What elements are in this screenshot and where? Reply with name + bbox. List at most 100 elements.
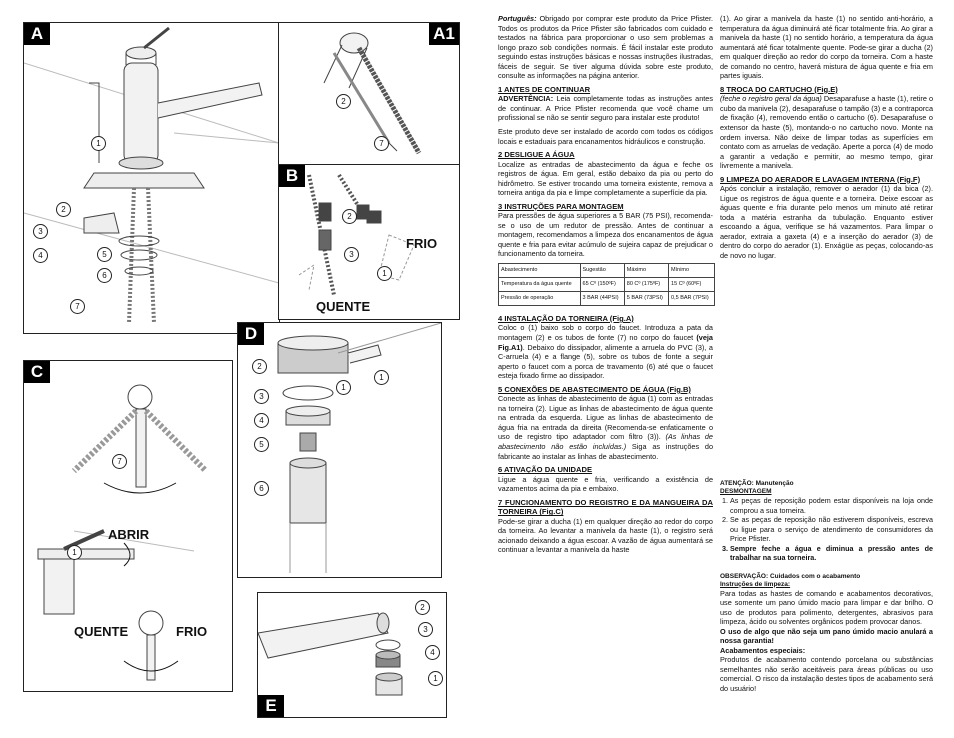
figure-a1: A1 2 7	[278, 22, 460, 166]
section-2-title: 2 DESLIGUE A ÁGUA	[498, 150, 575, 160]
table-cell: 3 BAR (44PSI)	[579, 290, 625, 306]
section-6-title: 6 ATIVAÇÃO DA UNIDADE	[498, 465, 593, 475]
attention-title: ATENÇÃO: Manutenção	[720, 480, 794, 487]
callout-7: 7	[70, 299, 85, 314]
list-item: Sempre feche a água e diminua a pressão …	[730, 544, 933, 563]
section-1-text2: Este produto deve ser instalado de acord…	[498, 126, 713, 146]
faucet-assembly-illustration	[24, 26, 279, 324]
table-header-row: Abastecimento Sugestão Máximo Mínimo	[498, 262, 715, 278]
section-5-text-b: Siga as instruções do fabricante ao inst…	[498, 442, 714, 461]
callout-1: 1	[428, 671, 443, 686]
callout-6: 6	[97, 268, 112, 283]
panel-label-b: B	[279, 165, 305, 187]
callout-1: 1	[336, 380, 351, 395]
section-9-text: Após concluir a instalação, remover o ae…	[720, 184, 933, 261]
cartridge-assembly-illustration	[277, 323, 441, 573]
callout-1: 1	[374, 370, 389, 385]
section-5-text-a: Conecte as linhas de abastecimento de ág…	[498, 394, 713, 442]
section-4-text-b: . Debaixo do dissipador, alimente a arru…	[498, 342, 713, 381]
section-1-text: ADVERTÊNCIA: Leia completamente todas as…	[498, 94, 713, 123]
language-label: Português:	[498, 14, 537, 23]
callout-4: 4	[33, 248, 48, 263]
callout-1: 1	[91, 136, 106, 151]
callout-1: 1	[67, 545, 82, 560]
section-4-text: Coloc o (1) baixo sob o corpo do faucet.…	[498, 323, 713, 380]
table-header-cell: Máximo	[623, 262, 670, 278]
panel-label-a1: A1	[429, 23, 459, 45]
callout-7: 7	[374, 136, 389, 151]
panel-label-a: A	[24, 23, 50, 45]
callout-5: 5	[97, 247, 112, 262]
special-finishes-title: Acabamentos especiais:	[720, 645, 806, 655]
section-7-continued: (1). Ao girar a manivela da haste (1) no…	[720, 14, 933, 81]
figure-b: B 2 3 1 FRIO QUENTE	[278, 164, 460, 320]
section-8-text: (feche o registro geral da água) Desapar…	[720, 94, 933, 170]
table-cell: Pressão de operação	[498, 290, 581, 306]
section-2-text: Localize as entradas de abastecimento da…	[498, 159, 713, 198]
intro-text: Obrigado por comprar este produto da Pri…	[498, 14, 713, 81]
observation-subtitle: Instruções de limpeza:	[720, 580, 791, 588]
section-4-title: 4 INSTALAÇÃO DA TORNEIRA (Fig.A)	[498, 313, 634, 323]
list-item: As peças de reposição podem estar dispon…	[730, 496, 933, 515]
table-cell: 5 BAR (73PSI)	[623, 290, 670, 306]
table-header-cell: Sugestão	[579, 262, 625, 278]
warning-label: ADVERTÊNCIA:	[498, 94, 554, 104]
observation-text: Para todas as hastes de comando e acabam…	[720, 588, 933, 627]
section-7-text: Pode-se girar a ducha (1) em qualquer di…	[498, 516, 713, 555]
table-cell: Temperatura da água quente	[498, 276, 581, 292]
callout-2: 2	[415, 600, 430, 615]
label-quente: QUENTE	[316, 299, 371, 314]
callout-3: 3	[33, 224, 48, 239]
section-5-text: Conecte as linhas de abastecimento de ág…	[498, 394, 713, 461]
figure-c: C 7 1 ABRIR QUENTE FRIO	[23, 360, 233, 692]
observation-title: OBSERVAÇÃO: Cuidados com o acabamento	[720, 572, 861, 580]
observation-warning: O uso de algo que não seja um pano úmido…	[720, 626, 933, 646]
callout-1: 1	[377, 266, 392, 281]
figure-d: D 2 3 4 5 6 1 1	[237, 322, 442, 578]
handle-operation-illustration	[37, 384, 209, 681]
callout-5: 5	[254, 437, 269, 452]
text-column-1: Português: Obrigado por comprar este pro…	[498, 14, 715, 559]
aerator-illustration	[258, 612, 403, 696]
label-quente: QUENTE	[74, 624, 129, 639]
table-cell: 0,5 BAR (7PSI)	[668, 290, 715, 306]
table-cell: 80 Cº (175ºF)	[623, 276, 670, 292]
figure-a: A 1 2 3 4 5 6 7	[23, 22, 280, 334]
section-5-note: (As linhas de abastecimento não estão in…	[498, 432, 713, 451]
table-row: Pressão de operação 3 BAR (44PSI) 5 BAR …	[498, 290, 715, 306]
special-finishes-text: Produtos de acabamento contendo porcelan…	[720, 655, 933, 693]
warning-text: Leia completamente todas as instruções a…	[498, 94, 713, 123]
hose-illustration	[323, 32, 422, 155]
callout-3: 3	[418, 622, 433, 637]
section-8-body: Desaparafuse a haste (1), retire o cubo …	[720, 94, 934, 171]
section-4-ref: (veja Fig.A1)	[498, 333, 713, 352]
callout-2: 2	[336, 94, 351, 109]
supply-lines-illustration	[298, 173, 415, 296]
list-item: Se as peças de reposição não estiverem d…	[730, 515, 933, 544]
callout-3: 3	[254, 389, 269, 404]
table-cell: 15 Cº (60ºF)	[668, 276, 715, 292]
callout-2: 2	[252, 359, 267, 374]
panel-label-d: D	[238, 323, 264, 345]
maintenance-block: ATENÇÃO: Manutenção DESMONTAGEM As peças…	[720, 480, 933, 694]
attention-list: As peças de reposição podem estar dispon…	[730, 496, 933, 563]
callout-2: 2	[56, 202, 71, 217]
label-abrir: ABRIR	[108, 527, 150, 542]
table-row: Temperatura da água quente 65 Cº (150ºF)…	[498, 276, 715, 292]
table-cell: 65 Cº (150ºF)	[579, 276, 625, 292]
section-6-text: Ligue a água quente e fria, verificando …	[498, 474, 713, 494]
section-1-title: 1 ANTES DE CONTINUAR	[498, 84, 591, 94]
callout-4: 4	[425, 645, 440, 660]
table-header-cell: Mínimo	[668, 262, 715, 278]
section-5-title: 5 CONEXÕES DE ABASTECIMENTO DE ÁGUA (Fig…	[498, 384, 691, 394]
section-8-note: (feche o registro geral da água)	[720, 94, 822, 104]
text-column-2: (1). Ao girar a manivela da haste (1) no…	[720, 14, 933, 693]
section-4-text-a: Coloc o (1) baixo sob o corpo do faucet.…	[498, 323, 713, 343]
section-3-title: 3 INSTRUÇÕES PARA MONTAGEM	[498, 201, 624, 211]
section-8-title: 8 TROCA DO CARTUCHO (Fig.E)	[720, 84, 838, 94]
specs-table: Abastecimento Sugestão Máximo Mínimo Tem…	[498, 262, 715, 306]
section-3-text: Para pressões de água superiores a 5 BAR…	[498, 211, 713, 259]
panel-label-e: E	[258, 695, 284, 717]
section-7-title: 7 FUNCIONAMENTO DO REGISTRO E DA MANGUEI…	[498, 497, 713, 517]
panel-label-c: C	[24, 361, 50, 383]
